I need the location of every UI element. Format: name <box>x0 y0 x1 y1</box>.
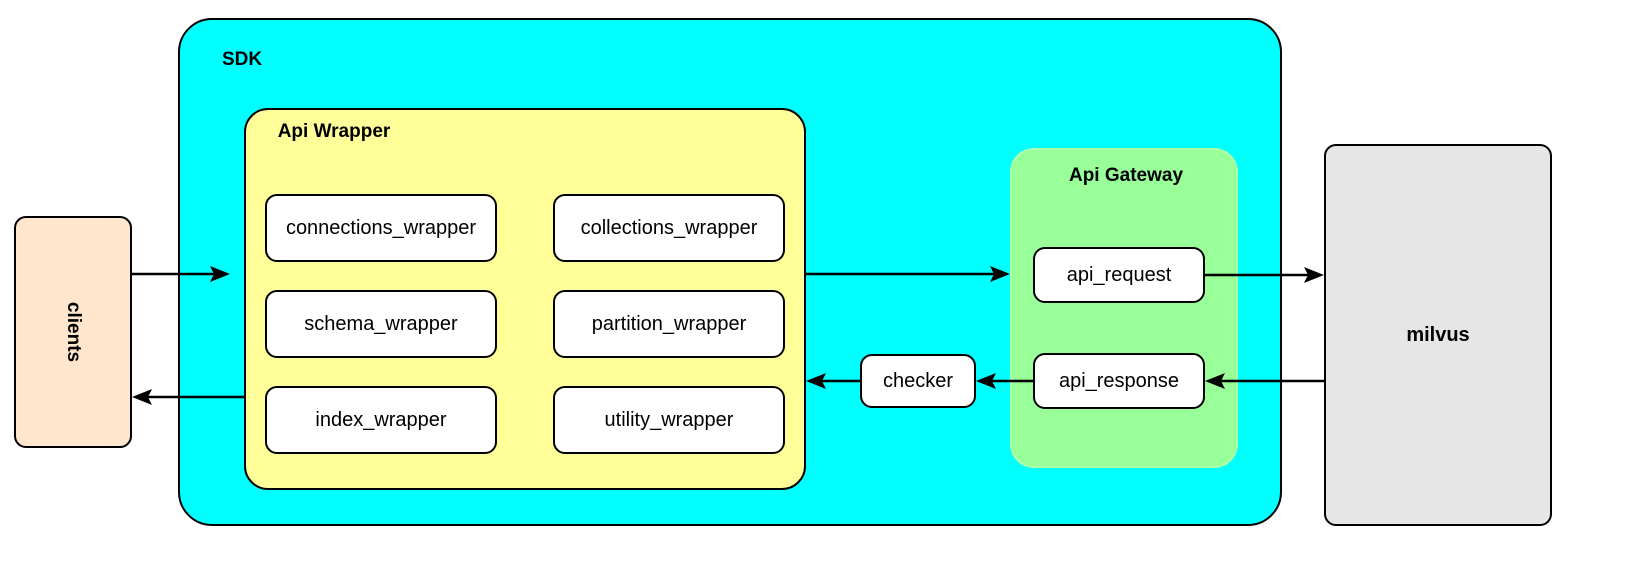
checker-box[interactable]: checker <box>860 354 976 408</box>
module-label: collections_wrapper <box>580 217 758 239</box>
module-connections-wrapper[interactable]: connections_wrapper <box>265 194 497 262</box>
checker-label: checker <box>882 370 954 392</box>
milvus-label: milvus <box>1406 323 1470 346</box>
module-label: utility_wrapper <box>604 409 734 431</box>
module-index-wrapper[interactable]: index_wrapper <box>265 386 497 454</box>
module-partition-wrapper[interactable]: partition_wrapper <box>553 290 785 358</box>
module-schema-wrapper[interactable]: schema_wrapper <box>265 290 497 358</box>
milvus-box[interactable]: milvus <box>1324 144 1552 526</box>
module-label: partition_wrapper <box>591 313 747 335</box>
api-request-label: api_request <box>1066 264 1172 286</box>
container-sdk-label: SDK <box>222 49 263 70</box>
api-request-box[interactable]: api_request <box>1033 247 1205 303</box>
clients-label: clients <box>62 301 84 363</box>
module-label: schema_wrapper <box>304 313 458 335</box>
api-response-label: api_response <box>1058 370 1180 392</box>
container-api-gateway-label: Api Gateway <box>1068 165 1184 186</box>
clients-box[interactable]: clients <box>14 216 132 448</box>
module-utility-wrapper[interactable]: utility_wrapper <box>553 386 785 454</box>
module-label: connections_wrapper <box>285 217 477 239</box>
container-api-wrapper-label: Api Wrapper <box>277 121 391 142</box>
module-label: index_wrapper <box>315 409 447 431</box>
api-response-box[interactable]: api_response <box>1033 353 1205 409</box>
container-api-gateway[interactable]: Api Gateway <box>1010 148 1238 468</box>
module-collections-wrapper[interactable]: collections_wrapper <box>553 194 785 262</box>
